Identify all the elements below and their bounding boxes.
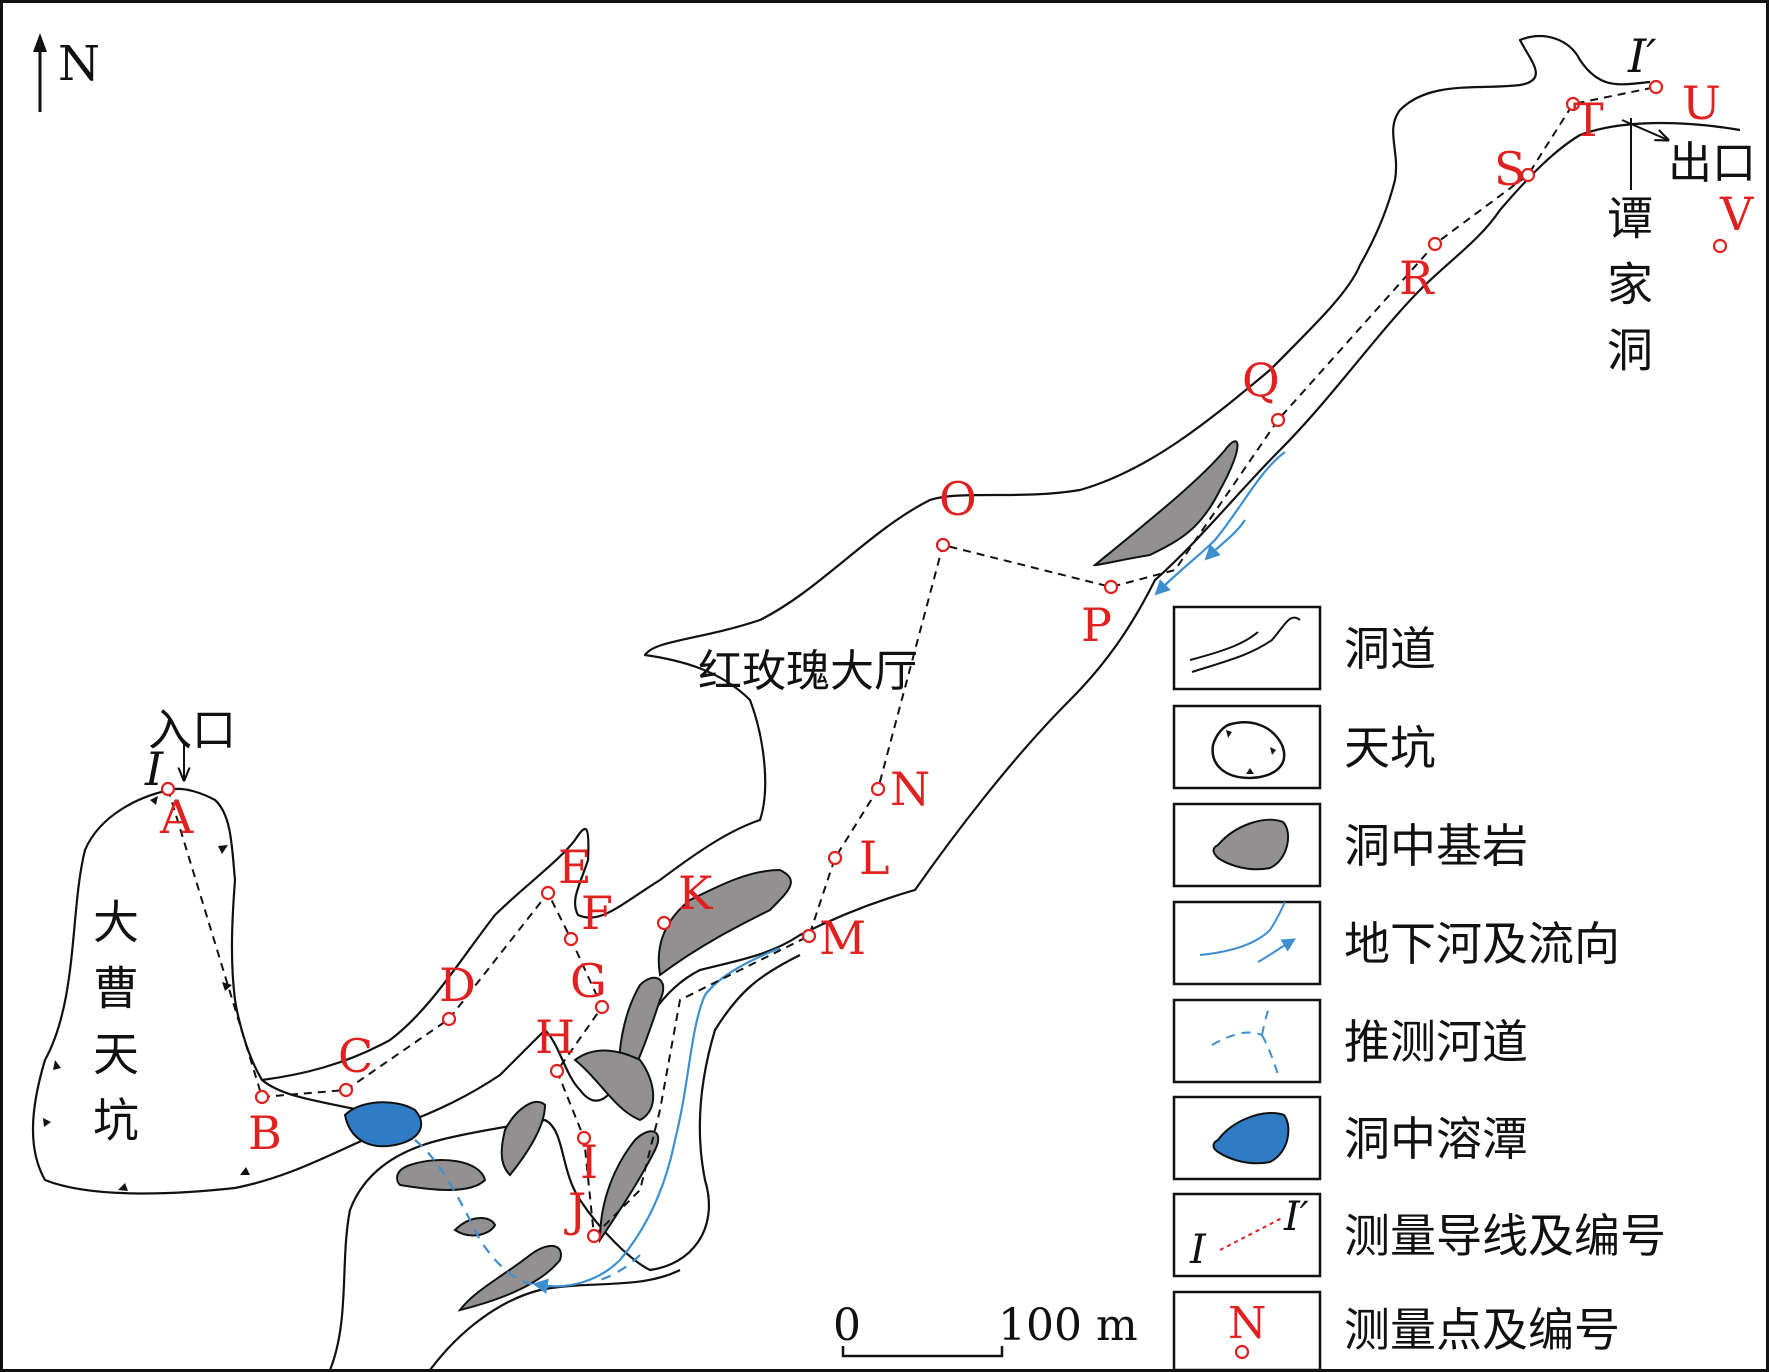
sinkhole-outline bbox=[31, 787, 402, 1195]
svg-text:洞中基岩: 洞中基岩 bbox=[1344, 819, 1528, 873]
survey-point-a bbox=[160, 781, 176, 797]
svg-text:天坑: 天坑 bbox=[1344, 721, 1436, 775]
legend-item-traverse: I I′ 测量导线及编号 bbox=[1172, 1192, 1666, 1278]
survey-point-label-u: U bbox=[1682, 76, 1721, 130]
bedrock-blocks bbox=[396, 440, 1239, 1312]
entrance-label: 入口 bbox=[148, 705, 236, 756]
north-label: N bbox=[58, 36, 100, 92]
survey-point-c bbox=[338, 1082, 354, 1098]
cave-outline-south bbox=[399, 121, 1741, 1127]
survey-point-label-j: J bbox=[564, 1183, 586, 1237]
legend-item-inferred: 推测河道 bbox=[1172, 998, 1528, 1084]
survey-point-label-v: V bbox=[1719, 187, 1754, 241]
cave-pool bbox=[343, 1101, 422, 1148]
svg-text:洞道: 洞道 bbox=[1344, 622, 1436, 676]
legend-item-pool: 洞中溶潭 bbox=[1172, 1095, 1528, 1181]
survey-point-r bbox=[1427, 236, 1443, 252]
survey-point-label-g: G bbox=[570, 954, 607, 1008]
svg-text:I′: I′ bbox=[1627, 29, 1657, 83]
survey-point-label-m: M bbox=[819, 911, 866, 965]
survey-point-u bbox=[1648, 79, 1664, 95]
survey-point-t bbox=[1565, 96, 1581, 112]
survey-point-k bbox=[656, 915, 672, 931]
survey-point-label-h: H bbox=[535, 1010, 575, 1064]
survey-point-g bbox=[594, 999, 610, 1015]
sinkhole-ticks bbox=[43, 796, 250, 1191]
scale-bar: 0 100 m bbox=[833, 1300, 1138, 1358]
svg-text:测量导线及编号: 测量导线及编号 bbox=[1344, 1209, 1666, 1263]
cave-outline-lower bbox=[328, 954, 801, 1371]
survey-point-e bbox=[540, 885, 556, 901]
survey-point-label-p: P bbox=[1081, 598, 1112, 652]
section-marker-end: I′ bbox=[1627, 29, 1657, 83]
exit-label: 出口 bbox=[1668, 138, 1756, 189]
survey-point-label-t: T bbox=[1573, 93, 1604, 147]
survey-point-label-e: E bbox=[558, 840, 592, 894]
svg-text:推测河道: 推测河道 bbox=[1344, 1015, 1528, 1069]
survey-point-f bbox=[563, 931, 579, 947]
survey-point-label-k: K bbox=[678, 866, 714, 920]
hall-label: 红玫瑰大厅 bbox=[698, 646, 918, 697]
survey-point-l bbox=[827, 850, 843, 866]
svg-text:洞中溶潭: 洞中溶潭 bbox=[1344, 1112, 1528, 1166]
cave-outline-north bbox=[261, 35, 1651, 1082]
survey-point-label-a: A bbox=[159, 790, 194, 844]
survey-point-label-n: N bbox=[890, 762, 930, 816]
sinkhole-label: 大曹天坑 bbox=[86, 898, 140, 1162]
scale-zero: 0 bbox=[833, 1300, 861, 1351]
svg-text:I: I bbox=[1189, 1227, 1207, 1273]
survey-point-v bbox=[1712, 238, 1728, 254]
survey-point-label-b: B bbox=[248, 1106, 282, 1160]
survey-point-label-c: C bbox=[338, 1029, 373, 1083]
survey-traverse bbox=[167, 788, 604, 1237]
survey-point-i bbox=[576, 1130, 592, 1146]
legend-item-river: 地下河及流向 bbox=[1172, 900, 1620, 986]
svg-text:测量点及编号: 测量点及编号 bbox=[1344, 1303, 1620, 1357]
survey-point-d bbox=[441, 1011, 457, 1027]
tanjiadong-label: 谭家洞 bbox=[1600, 194, 1654, 392]
svg-text:I′: I′ bbox=[1283, 1194, 1309, 1240]
survey-point-label-i: I bbox=[580, 1135, 598, 1189]
cave-outline-tail bbox=[429, 1269, 681, 1371]
legend: 洞道 天坑 洞中基岩 地下河及流向 推测河道 洞中溶潭 bbox=[1172, 605, 1666, 1372]
survey-point-n bbox=[870, 781, 886, 797]
survey-point-label-q: Q bbox=[1242, 353, 1280, 407]
survey-point-h bbox=[549, 1063, 565, 1079]
svg-text:I: I bbox=[144, 742, 164, 796]
survey-point-label-o: O bbox=[939, 472, 977, 526]
survey-point-o bbox=[935, 537, 951, 553]
scale-label: 100 m bbox=[998, 1300, 1138, 1351]
section-marker-start: I bbox=[144, 742, 164, 796]
legend-item-bedrock: 洞中基岩 bbox=[1172, 802, 1528, 888]
legend-item-sinkhole: 天坑 bbox=[1172, 704, 1436, 790]
survey-point-label-l: L bbox=[859, 831, 890, 885]
survey-point-q bbox=[1270, 412, 1286, 428]
survey-point-p bbox=[1103, 579, 1119, 595]
survey-point-label-r: R bbox=[1399, 251, 1435, 305]
legend-item-passage: 洞道 bbox=[1172, 605, 1436, 691]
survey-point-m bbox=[801, 928, 817, 944]
survey-point-label-f: F bbox=[581, 886, 613, 940]
survey-point-b bbox=[254, 1089, 270, 1105]
survey-traverse-2 bbox=[593, 86, 1657, 1237]
survey-point-j bbox=[586, 1228, 602, 1244]
survey-point-label-d: D bbox=[439, 958, 476, 1012]
north-arrow: N bbox=[33, 33, 100, 112]
legend-item-station: N 测量点及编号 bbox=[1172, 1290, 1620, 1372]
svg-text:地下河及流向: 地下河及流向 bbox=[1344, 917, 1620, 971]
svg-text:N: N bbox=[1228, 1298, 1267, 1349]
survey-point-label-s: S bbox=[1494, 142, 1526, 196]
survey-point-s bbox=[1520, 167, 1536, 183]
